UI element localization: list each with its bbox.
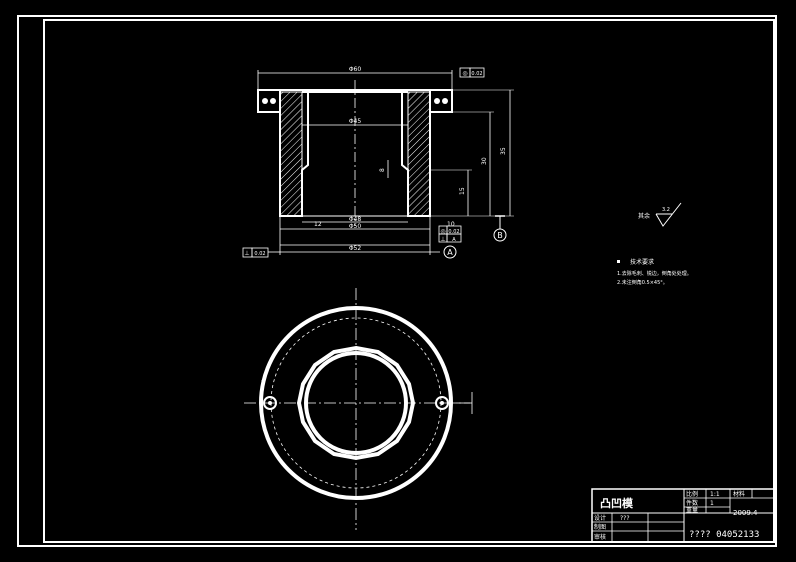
right-flange-hole-2 [442, 98, 448, 104]
part-name: 凸凹模 [600, 496, 634, 510]
right-hole [435, 396, 449, 410]
tolerance-frame-left: ⊥ 0.02 [242, 247, 269, 258]
plan-view [244, 288, 473, 530]
dim-small-left: 12 [314, 221, 322, 228]
outer-circle [259, 306, 453, 500]
svg-text:A: A [452, 237, 456, 243]
draw-label: 制图 [594, 523, 606, 531]
dim-base-outer: Φ52 [349, 245, 362, 252]
design-label: 设计 [594, 514, 606, 522]
title-block: 凸凹模 比例 1:1 材料 件数 1 重量 2009.4 设计 ??? 制图 审… [591, 488, 775, 543]
design-value: ??? [620, 515, 630, 522]
dim-small-mid: 8 [379, 168, 386, 172]
tolerance-frame-top-right: ◎ 0.02 [459, 67, 485, 78]
surface-finish-label: 其余 [638, 212, 650, 220]
tech-notes: 技术要求 1.去除毛刺、锐边，倒角处处理。 2.未注倒角0.5×45°。 [617, 258, 692, 286]
tech-notes-heading: 技术要求 [630, 258, 654, 266]
qty-label: 件数 [686, 499, 698, 507]
svg-text:0.02: 0.02 [254, 251, 265, 257]
material-label: 材料 [733, 490, 745, 498]
datum-a-label: A [447, 248, 453, 257]
svg-text:⊥: ⊥ [244, 250, 249, 257]
section-view: Φ60 Φ45 Φ48 Φ50 Φ52 12 10 35 30 15 8 [242, 66, 514, 259]
right-wall-hatch [407, 91, 431, 217]
surface-finish-icon [655, 202, 682, 227]
bore-circle [304, 351, 408, 455]
tech-notes-line1: 1.去除毛刺、锐边，倒角处处理。 [617, 270, 692, 277]
tech-notes-bullet-icon [617, 260, 620, 263]
svg-text:0.02: 0.02 [448, 229, 459, 235]
datum-b-marker [493, 228, 507, 242]
scale-value: 1:1 [710, 491, 720, 498]
datum-a-marker [443, 245, 457, 259]
inner-frame [43, 19, 775, 543]
weight-label: 重量 [686, 506, 698, 514]
dim-bore: Φ45 [349, 118, 362, 125]
left-flange-hole [262, 98, 268, 104]
inner-polygon [296, 345, 416, 461]
svg-text:◎: ◎ [462, 70, 467, 77]
left-hole [263, 396, 277, 410]
surface-finish: 其余 3.2 [638, 202, 682, 227]
left-wall-hatch [279, 91, 303, 217]
dim-height-1: 15 [459, 187, 466, 195]
dim-height-3: 35 [500, 147, 507, 155]
scale-label: 比例 [686, 490, 698, 498]
date: 2009.4 [733, 509, 758, 517]
dim-top-width: Φ60 [349, 66, 362, 73]
svg-text:⊥: ⊥ [440, 236, 445, 243]
right-flange-hole [434, 98, 440, 104]
tech-notes-line2: 2.未注倒角0.5×45°。 [617, 279, 668, 286]
outer-frame [17, 15, 777, 547]
svg-text:0.02: 0.02 [471, 71, 482, 77]
title-block-frame [591, 488, 775, 543]
check-label: 审核 [594, 533, 606, 541]
dim-body-outer: Φ48 [349, 216, 362, 223]
svg-text:◎: ◎ [440, 228, 445, 235]
dim-body-base: Φ50 [349, 223, 362, 230]
dim-right-small: 10 [447, 221, 455, 228]
left-flange-hole-2 [270, 98, 276, 104]
qty-value: 1 [710, 500, 714, 507]
datum-b-label: B [497, 231, 503, 240]
drawing-number: ???? 04052133 [689, 530, 759, 540]
surface-finish-value: 3.2 [662, 207, 670, 213]
dim-height-2: 30 [481, 157, 488, 165]
tolerance-frame-right-bottom: ⊥ A [438, 233, 462, 243]
